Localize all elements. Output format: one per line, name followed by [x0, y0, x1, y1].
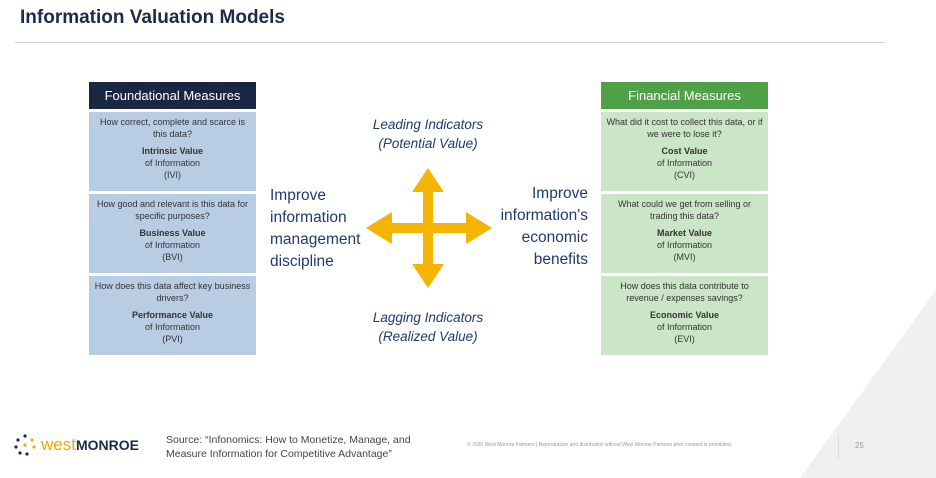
logo-dots-icon	[14, 434, 36, 456]
measure-abbr: (EVI)	[674, 334, 695, 344]
line: information's	[500, 207, 588, 224]
measure-abbr: (MVI)	[673, 252, 696, 262]
footer-divider	[838, 434, 839, 460]
west-monroe-logo: westMONROE	[14, 434, 139, 456]
logo-monroe: MONROE	[75, 437, 139, 453]
right-statement: Improve information's economic benefits	[480, 183, 588, 271]
leading-sub: (Potential Value)	[378, 136, 478, 151]
decorative-triangle	[800, 290, 936, 478]
leading-label: Leading Indicators	[372, 117, 484, 132]
page-title: Information Valuation Models	[20, 7, 285, 28]
line: discipline	[270, 253, 334, 270]
lagging-indicators: Lagging Indicators (Realized Value)	[328, 308, 528, 346]
measure-name: Cost Value	[661, 146, 708, 156]
measure-question: How does this data contribute to revenue…	[620, 281, 749, 303]
measure-box: How does this data contribute to revenue…	[601, 276, 768, 355]
logo-west: west	[41, 435, 76, 454]
column-header: Financial Measures	[601, 82, 768, 109]
measure-box: How good and relevant is this data for s…	[89, 194, 256, 273]
measure-question: How does this data affect key business d…	[94, 281, 251, 303]
foundational-measures-column: Foundational Measures How correct, compl…	[89, 82, 256, 355]
measure-sub: of Information	[144, 322, 201, 332]
measure-name: Market Value	[656, 228, 713, 238]
measure-name: Intrinsic Value	[141, 146, 204, 156]
leading-indicators: Leading Indicators (Potential Value)	[328, 115, 528, 153]
lagging-sub: (Realized Value)	[378, 329, 478, 344]
measure-box: How correct, complete and scarce is this…	[89, 112, 256, 191]
line: economic	[521, 229, 588, 246]
measure-name: Business Value	[139, 228, 206, 238]
left-statement: Improve information management disciplin…	[270, 185, 360, 273]
measure-name: Performance Value	[131, 310, 214, 320]
measure-abbr: (BVI)	[162, 252, 183, 262]
line: Improve	[270, 187, 326, 204]
measure-box: What could we get from selling or tradin…	[601, 194, 768, 273]
measure-box: What did it cost to collect this data, o…	[601, 112, 768, 191]
measure-sub: of Information	[656, 240, 713, 250]
measure-question: How correct, complete and scarce is this…	[99, 117, 246, 139]
measure-question: How good and relevant is this data for s…	[96, 199, 249, 221]
four-way-arrow-icon	[366, 168, 492, 288]
column-header: Foundational Measures	[89, 82, 256, 109]
copyright: © 2020 West Monroe Partners | Reproducti…	[467, 442, 733, 448]
line: management	[270, 231, 361, 248]
measure-box: How does this data affect key business d…	[89, 276, 256, 355]
line: Source: “Infonomics: How to Monetize, Ma…	[166, 434, 411, 446]
measure-name: Economic Value	[649, 310, 720, 320]
line: information	[270, 209, 347, 226]
measure-sub: of Information	[144, 240, 201, 250]
title-divider	[15, 42, 885, 43]
line: Measure Information for Competitive Adva…	[166, 448, 392, 460]
lagging-label: Lagging Indicators	[372, 310, 484, 325]
measure-abbr: (CVI)	[674, 170, 695, 180]
measure-sub: of Information	[656, 158, 713, 168]
measure-abbr: (PVI)	[162, 334, 183, 344]
financial-measures-column: Financial Measures What did it cost to c…	[601, 82, 768, 355]
source-citation: Source: “Infonomics: How to Monetize, Ma…	[166, 433, 411, 461]
measure-sub: of Information	[656, 322, 713, 332]
measure-question: What could we get from selling or tradin…	[617, 199, 752, 221]
page-number: 25	[855, 441, 864, 450]
line: Improve	[532, 185, 588, 202]
line: benefits	[533, 251, 588, 268]
measure-abbr: (IVI)	[164, 170, 181, 180]
measure-question: What did it cost to collect this data, o…	[606, 117, 763, 139]
measure-sub: of Information	[144, 158, 201, 168]
